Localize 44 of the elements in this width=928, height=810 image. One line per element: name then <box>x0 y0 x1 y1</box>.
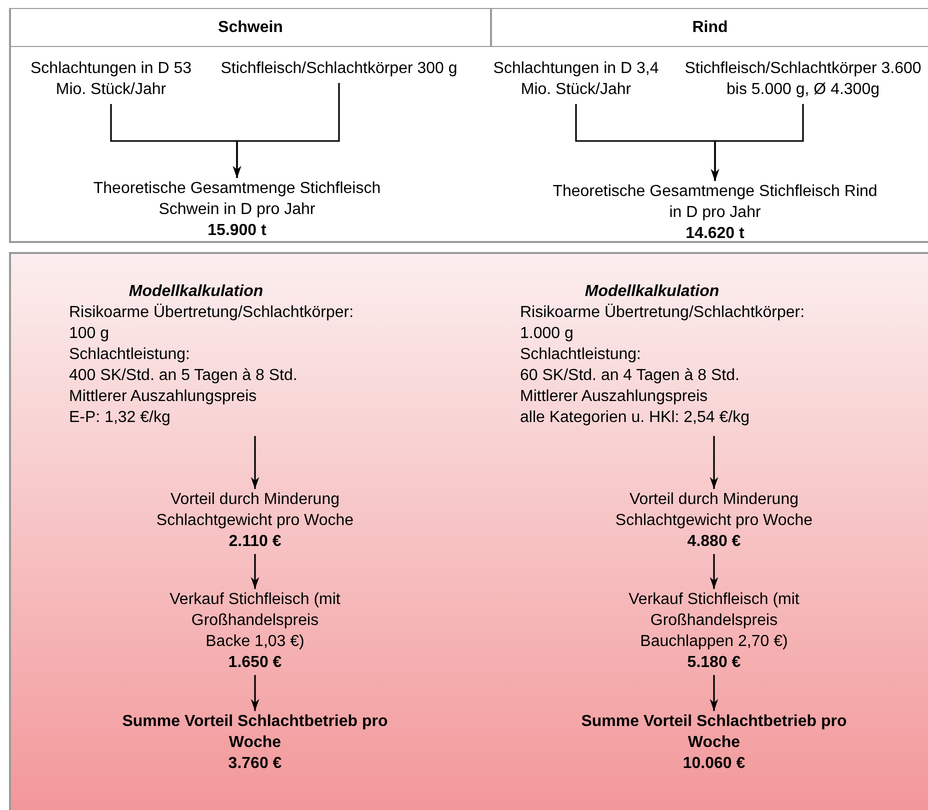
node-text: Schlachtungen in D 3,4 Mio. Stück/Jahr <box>492 59 660 100</box>
result-value: Summe Vorteil Schlachtbetrieb pro Woche <box>121 712 389 753</box>
result-value: 14.620 t <box>684 224 746 244</box>
node-text: E-P: 1,32 €/kg <box>69 408 172 428</box>
arrow <box>710 675 718 711</box>
node-text: 400 SK/Std. an 5 Tagen à 8 Std. <box>69 366 298 386</box>
column-header: Schwein <box>11 9 490 46</box>
node-text: Stichfleisch/Schlachtkörper 300 g <box>220 59 458 79</box>
node-text: Theoretische Gesamtmenge Stichfleisch Rind in D pro Jahr <box>552 182 878 223</box>
node-text: Risikoarme Übertretung/Schlachtkörper: <box>520 302 806 323</box>
arrow <box>710 436 718 489</box>
node-text: 1.000 g <box>520 324 574 344</box>
node-text: Schlachtleistung: <box>69 345 191 365</box>
arrow <box>250 675 260 711</box>
node-text: Verkauf Stichfleisch (mit Großhandelspreis Backe 1,03 €) <box>168 590 342 652</box>
node-text: Stichfleisch/Schlachtkörper 3.600 bis 5.000 g, Ø 4.300g <box>684 59 922 100</box>
node-text: Risikoarme Übertretung/Schlachtkörper: <box>69 302 355 323</box>
node-text: Mittlerer Auszahlungspreis <box>69 387 258 407</box>
arrow <box>710 554 718 589</box>
result-value: Summe Vorteil Schlachtbetrieb pro Woche <box>580 712 848 753</box>
column-header: Rind <box>492 9 928 46</box>
result-value: 15.900 t <box>206 221 268 241</box>
result-value: 4.880 € <box>686 532 742 552</box>
node-text: 60 SK/Std. an 4 Tagen à 8 Std. <box>520 366 740 386</box>
result-value: 5.180 € <box>686 653 742 673</box>
node-text: 100 g <box>69 324 110 344</box>
result-value: 3.760 € <box>227 754 283 774</box>
result-value: 10.060 € <box>682 754 746 774</box>
arrow <box>250 554 260 589</box>
arrow <box>250 436 260 489</box>
node-text: Schlachtungen in D 53 Mio. Stück/Jahr <box>30 59 192 100</box>
node-text: Schlachtleistung: <box>520 345 642 365</box>
section-heading: Modellkalkulation <box>584 282 720 302</box>
node-text: Theoretische Gesamtmenge Stichfleisch Schwein in D pro Jahr <box>92 179 382 220</box>
result-value: 1.650 € <box>227 653 283 673</box>
node-text: Verkauf Stichfleisch (mit Großhandelspreis Bauchlappen 2,70 €) <box>628 590 800 652</box>
node-text: Mittlerer Auszahlungspreis <box>520 387 709 407</box>
section-heading: Modellkalkulation <box>128 282 264 302</box>
node-text: Vorteil durch Minderung Schlachtgewicht pro Woche <box>614 490 814 531</box>
node-text: alle Kategorien u. HKl: 2,54 €/kg <box>520 408 750 428</box>
bracket-arrow <box>710 104 804 181</box>
bracket-arrow <box>232 83 340 178</box>
node-text: Vorteil durch Minderung Schlachtgewicht pro Woche <box>155 490 355 531</box>
result-value: 2.110 € <box>228 532 282 552</box>
